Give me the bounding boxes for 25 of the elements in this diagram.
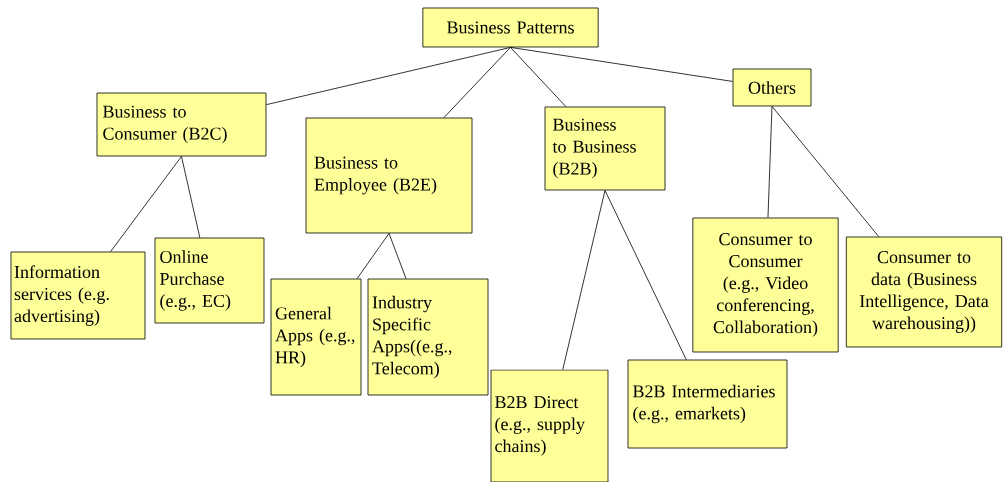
connector-line	[510, 47, 567, 107]
category-box: Business to Employee (B2E)	[305, 117, 473, 234]
category-box: B2B Intermediaries (e.g., emarkets)	[627, 359, 788, 449]
category-box: Online Purchase (e.g., EC)	[154, 237, 265, 324]
connector-line	[388, 233, 407, 279]
connector-line	[771, 106, 880, 237]
connector-line	[767, 106, 773, 218]
category-box: Information services (e.g. advertising)	[10, 251, 146, 340]
connector-line	[356, 233, 390, 279]
category-box: Industry Specific Apps((e.g., Telecom)	[367, 278, 489, 396]
category-box: Business to Business (B2B)	[544, 106, 666, 191]
category-box: B2B Direct (e.g., supply chains)	[490, 369, 609, 482]
category-box: General Apps (e.g., HR)	[270, 278, 362, 396]
connector-line	[181, 156, 201, 238]
category-box: Others	[732, 68, 812, 107]
category-box: Consumer to Consumer (e.g., Video conferencing, Collaboration)	[692, 217, 839, 353]
category-box: Business to Consumer (B2C)	[96, 92, 267, 157]
connector-line	[604, 190, 687, 360]
connector-line	[562, 190, 606, 370]
connector-line	[110, 156, 182, 252]
connector-line	[443, 47, 511, 118]
category-box: Business Patterns	[422, 7, 599, 48]
connector-line	[266, 47, 511, 106]
category-box: Consumer to data (Business Intelligence, Data warehousing))	[845, 236, 1003, 348]
connector-line	[510, 47, 733, 82]
